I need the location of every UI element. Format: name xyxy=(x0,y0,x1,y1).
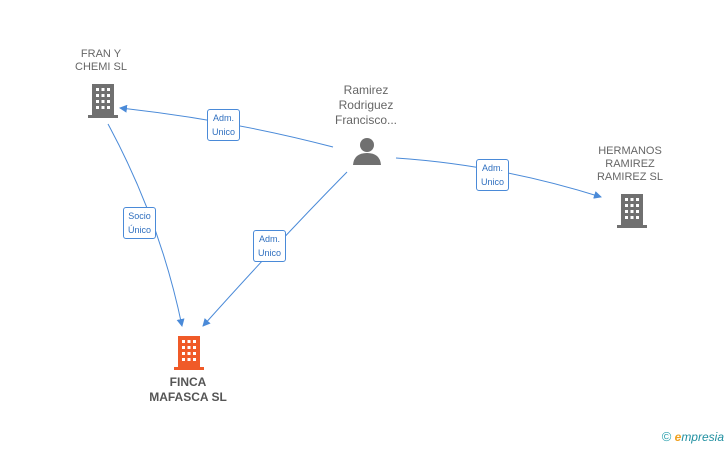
building-icon[interactable] xyxy=(87,84,119,118)
company-label-finca[interactable]: FINCA MAFASCA SL xyxy=(149,375,227,404)
company-label-hermanos[interactable]: HERMANOS RAMIREZ RAMIREZ SL xyxy=(596,145,663,183)
person-label[interactable]: Ramirez Rodriguez Francisco... xyxy=(334,83,397,127)
building-icon-target[interactable] xyxy=(173,336,205,370)
edge-label-fran-finca: Socio Único xyxy=(123,207,157,239)
edge-label-person-finca: Adm. Unico xyxy=(253,230,287,262)
building-icon[interactable] xyxy=(616,194,648,228)
person-icon[interactable] xyxy=(352,136,382,166)
edge-label-person-hermanos: Adm. Unico xyxy=(476,159,510,191)
company-label-fran[interactable]: FRAN Y CHEMI SL xyxy=(75,48,127,73)
brand-logo: © empresia xyxy=(661,429,724,444)
edge-label-person-fran: Adm. Unico xyxy=(207,109,241,141)
